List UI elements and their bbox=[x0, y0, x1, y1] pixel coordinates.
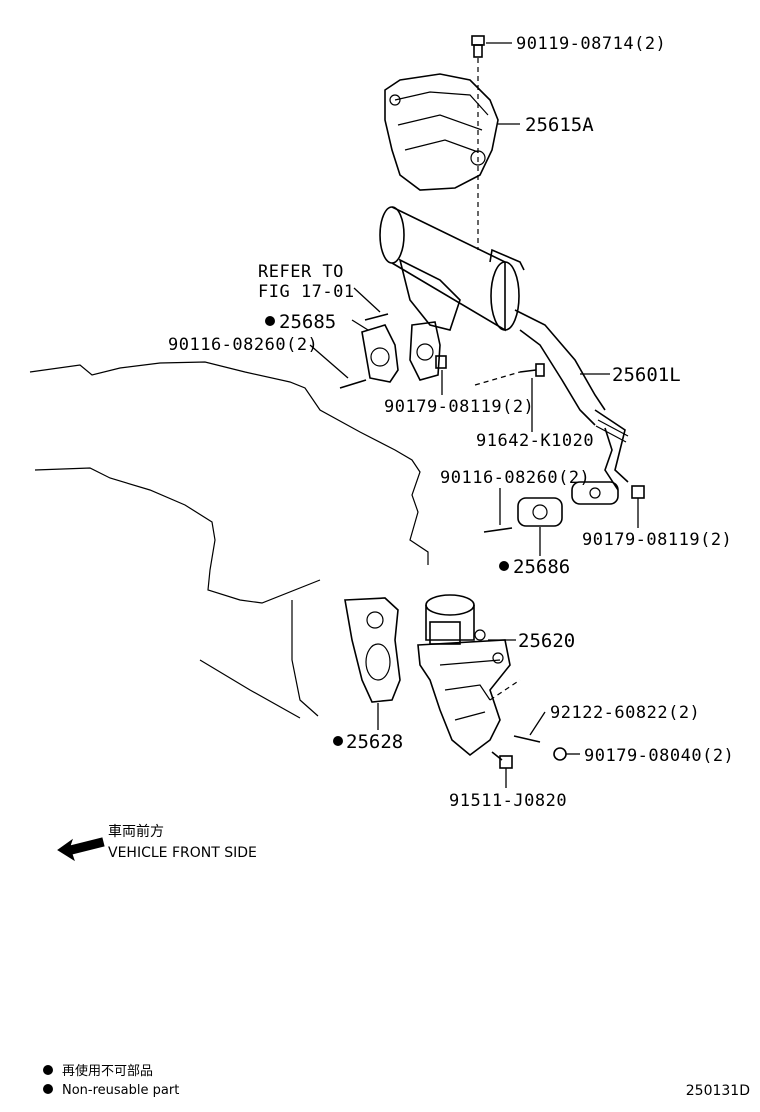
figure-id: 250131D bbox=[686, 1083, 750, 1099]
engine-block-outline bbox=[29, 361, 429, 719]
bolt-top-icon bbox=[471, 35, 485, 58]
callout-stud-90116-a: 90116-08260(2) bbox=[168, 335, 318, 355]
stud-90116-b-icon bbox=[483, 527, 513, 533]
callout-bolt-91642: 91642-K1020 bbox=[476, 431, 594, 451]
callout-bolt-91511: 91511-J0820 bbox=[449, 791, 567, 811]
legend-label-jp: 再使用不可部品 bbox=[62, 1063, 153, 1079]
filled-dot-icon bbox=[43, 1065, 53, 1075]
heat-insulator-icon bbox=[384, 73, 499, 191]
nut-90179-b-icon bbox=[631, 485, 645, 499]
bolt-91511-icon bbox=[491, 751, 513, 769]
nut-90179-c-icon bbox=[553, 747, 567, 761]
egr-valve-icon bbox=[417, 594, 511, 757]
filled-dot-icon bbox=[43, 1084, 53, 1094]
nut-90179-a-icon bbox=[435, 355, 447, 369]
refer-stud-icon bbox=[364, 313, 389, 321]
callout-bolt-top: 90119-08714(2) bbox=[516, 34, 666, 54]
direction-label-en: VEHICLE FRONT SIDE bbox=[108, 845, 257, 861]
bolt-91642-icon bbox=[519, 363, 545, 377]
callout-stud-90116-b: 90116-08260(2) bbox=[440, 468, 590, 488]
callout-stud-92122: 92122-60822(2) bbox=[550, 703, 700, 723]
legend-label-en: Non-reusable part bbox=[62, 1083, 179, 1098]
callout-egr-cooler: 25601L bbox=[612, 364, 681, 386]
stud-92122-icon bbox=[513, 735, 541, 743]
gasket-25628-icon bbox=[344, 597, 401, 703]
refer-line-2[interactable]: FIG 17-01 bbox=[258, 282, 355, 302]
direction-label-jp: 車両前方 bbox=[108, 823, 164, 840]
gasket-25685-icon bbox=[361, 324, 399, 383]
nonreusable-dot-icon bbox=[499, 561, 509, 571]
nonreusable-dot-icon bbox=[265, 316, 275, 326]
callout-gasket-25685: 25685 bbox=[279, 311, 336, 333]
callout-nut-90179-b: 90179-08119(2) bbox=[582, 530, 732, 550]
alignment-line-valve bbox=[489, 679, 521, 701]
callout-gasket-25686: 25686 bbox=[513, 556, 570, 578]
callout-gasket-25628: 25628 bbox=[346, 731, 403, 753]
stud-90116-a-icon bbox=[339, 379, 367, 389]
alignment-line-mid bbox=[474, 371, 521, 386]
callout-heat-insulator: 25615A bbox=[525, 114, 594, 136]
nonreusable-dot-icon bbox=[333, 736, 343, 746]
callout-egr-valve: 25620 bbox=[518, 630, 575, 652]
arrow-left-icon bbox=[57, 837, 105, 862]
callout-nut-90179-c: 90179-08040(2) bbox=[584, 746, 734, 766]
callout-nut-90179-a: 90179-08119(2) bbox=[384, 397, 534, 417]
gasket-25686-icon bbox=[517, 497, 563, 527]
refer-line-1[interactable]: REFER TO bbox=[258, 262, 344, 282]
cooler-flange-gasket-icon bbox=[409, 321, 441, 381]
egr-cooler-icon bbox=[379, 206, 629, 505]
